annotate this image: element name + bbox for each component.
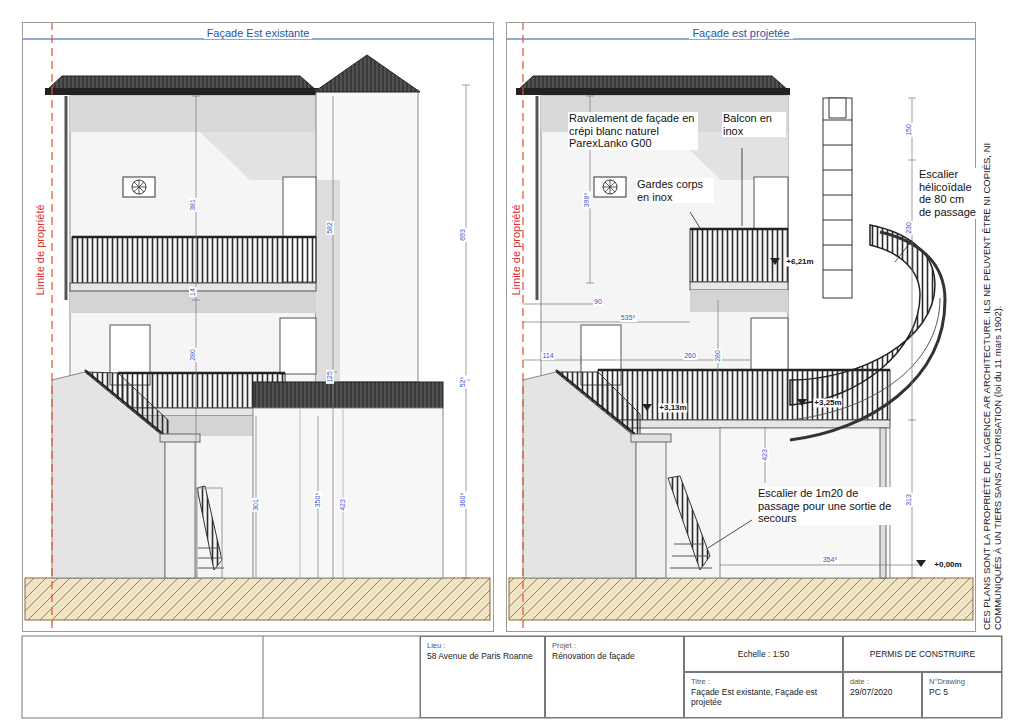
- dimension-label: 535⁵: [620, 314, 637, 322]
- panel-heading: Façade Est existante: [204, 27, 313, 39]
- dimension-label: 360⁵: [459, 492, 467, 509]
- dimension-label: 150: [905, 123, 913, 137]
- cell-heading: PERMIS DE CONSTRUIRE: [870, 649, 975, 659]
- callout-note: Gardes corps en inox: [636, 178, 714, 203]
- panel-heading: Façade est projetée: [689, 27, 792, 39]
- dimension-label: 423: [339, 498, 347, 512]
- level-mark: +3,13m: [658, 403, 687, 412]
- cell-value: Façade Est existante, Façade est projeté…: [691, 687, 836, 707]
- level-mark: +0,00m: [933, 560, 962, 569]
- callout-note: Balcon en inox: [722, 112, 786, 137]
- dimension-label: 280: [714, 349, 722, 363]
- title-block-cell: Titre :Façade Est existante, Façade est …: [684, 672, 843, 718]
- cell-heading: date :: [850, 677, 915, 686]
- cell-content: PERMIS DE CONSTRUIRE: [870, 649, 975, 659]
- title-block-cell: PERMIS DE CONSTRUIRE: [843, 636, 1002, 672]
- elevation-panel: Façade Est existante: [22, 22, 494, 632]
- title-block-cell: Projet :Rénovation de façade: [545, 636, 684, 718]
- dimension-label: 398⁵: [583, 192, 591, 209]
- dimension-label: 582: [326, 221, 334, 235]
- dimension-label: 260: [683, 352, 697, 360]
- dimension-label: 354⁵: [822, 556, 839, 564]
- dimension-label: 693: [459, 228, 467, 242]
- dimension-label: 114: [541, 352, 554, 360]
- cell-heading: Lieu :: [427, 641, 538, 650]
- title-block-cell: N°DrawingPC 5: [922, 672, 1002, 718]
- dimension-label: 350⁵: [314, 492, 322, 509]
- level-mark: +6,21m: [785, 257, 814, 266]
- dimension-label: 14: [189, 287, 197, 297]
- dimension-label: 230: [905, 221, 913, 235]
- cell-value: 29/07/2020: [850, 687, 915, 697]
- cell-value: Rénovation de façade: [552, 651, 677, 661]
- callout-note: Escalier de 1m20 de passage pour une sor…: [757, 487, 899, 525]
- dimension-label: 90: [593, 298, 603, 306]
- dimension-label: 280: [189, 348, 197, 362]
- cell-content: Echelle : 1:50: [738, 649, 790, 659]
- dimension-label: 381: [189, 198, 197, 212]
- cell-value: 58 Avenue de Paris Roanne: [427, 651, 538, 661]
- dimension-label: 125: [326, 370, 334, 384]
- callout-note: Escalier hélicoïdale de 80 cm de passage: [918, 168, 980, 219]
- title-block-cell: date :29/07/2020: [843, 672, 922, 718]
- title-block-cell: Lieu :58 Avenue de Paris Roanne: [420, 636, 545, 718]
- dimension-label: 52⁵: [459, 376, 467, 389]
- dimension-label: 423: [761, 448, 769, 462]
- dimension-label: 301: [252, 498, 260, 512]
- level-mark: +3,25m: [813, 398, 842, 407]
- cell-heading: Echelle : 1:50: [738, 649, 790, 659]
- cell-heading: Titre :: [691, 677, 836, 686]
- cell-heading: Projet :: [552, 641, 677, 650]
- title-block-cell: Echelle : 1:50: [684, 636, 843, 672]
- callout-note: Ravalement de façade en crépi blanc natu…: [568, 112, 698, 150]
- property-limit-label: Limite de propriété: [510, 204, 523, 295]
- cell-heading: N°Drawing: [929, 677, 995, 686]
- property-limit-label: Limite de propriété: [34, 204, 47, 295]
- cell-value: PC 5: [929, 687, 995, 697]
- copyright-notice: CES PLANS SONT LA PROPRIÉTÉ DE L'AGENCE …: [982, 110, 1004, 630]
- dimension-label: 313: [905, 493, 913, 507]
